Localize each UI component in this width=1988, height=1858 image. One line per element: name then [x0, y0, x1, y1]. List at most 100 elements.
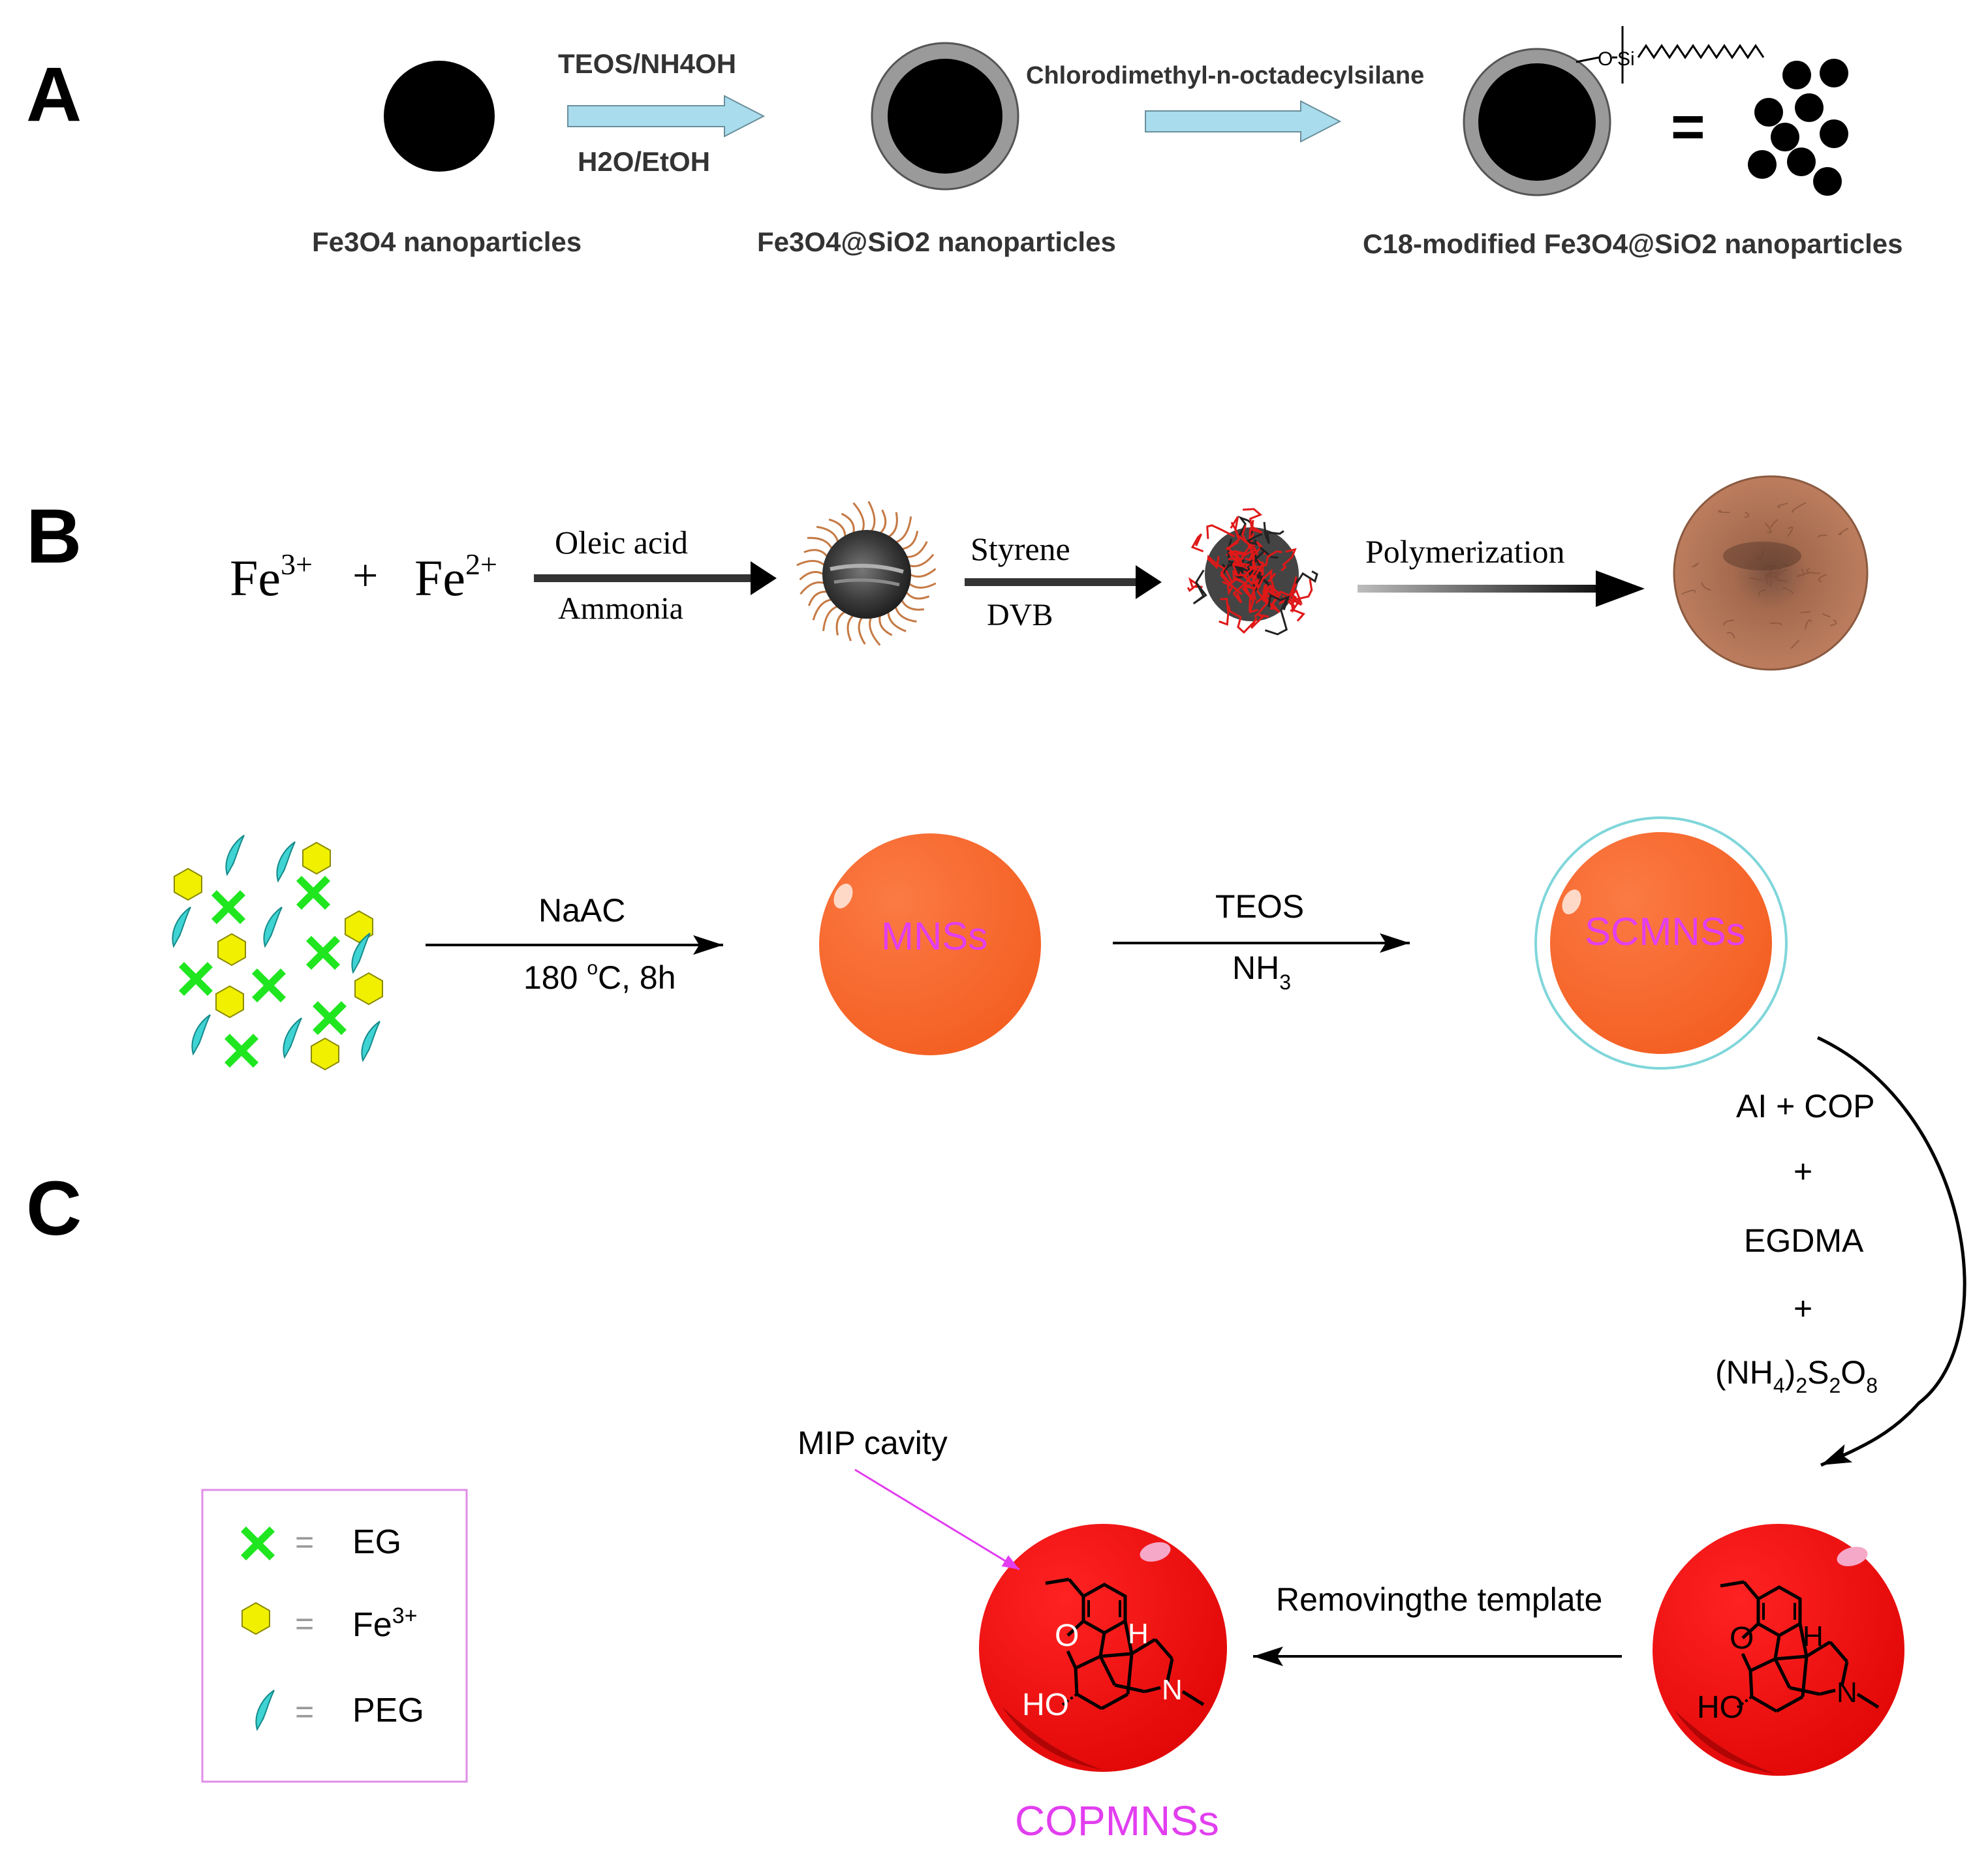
oleic-hair: [901, 599, 925, 611]
arrow-b2-bottom-label: DVB: [987, 598, 1053, 632]
oleic-hair: [796, 559, 826, 566]
polymer-strand: [1190, 533, 1204, 553]
polymer-strand: [1207, 555, 1225, 570]
fe3o4-sio2-label: Fe3O4@SiO2 nanoparticles: [757, 226, 1116, 257]
aps-part-4: O: [1840, 1354, 1866, 1391]
fe3-symbol: Fe: [230, 550, 281, 606]
curved-arrow: [1816, 1036, 1966, 1467]
surface-texture: [1681, 589, 1696, 595]
polymer-strand: [1244, 533, 1263, 547]
arrow-b2: [965, 565, 1162, 599]
nh3-formula: NH: [1232, 950, 1279, 986]
fe2-symbol: Fe: [414, 550, 465, 606]
oleic-hair: [894, 606, 917, 623]
template-ho-label: HO: [1697, 1690, 1744, 1725]
aps-sub-3: 2: [1829, 1374, 1840, 1397]
legend-fe-charge: 3+: [392, 1603, 418, 1628]
oleic-hair: [867, 501, 876, 533]
surface-texture: [1769, 519, 1778, 528]
polymer-strand: [1288, 579, 1313, 602]
surface-texture: [1838, 527, 1849, 536]
surface-texture: [1749, 577, 1762, 581]
oleic-hair: [909, 568, 937, 578]
reagent-plus-1: +: [1794, 1153, 1812, 1190]
polymer-strand: [1290, 596, 1302, 613]
mip-cavity-pointer: [854, 1468, 1020, 1571]
polymer-strand: [1227, 604, 1258, 634]
oleic-hair: [800, 581, 825, 595]
cavity-ho-label: HO: [1022, 1688, 1069, 1722]
legend-eq-1: =: [295, 1524, 314, 1560]
aps-sub-4: 8: [1866, 1374, 1878, 1397]
polymer-strand: [1192, 569, 1207, 605]
surface-texture: [1758, 589, 1766, 596]
polymer-strand: [1241, 525, 1256, 550]
arrow-a2: [1145, 100, 1342, 143]
surface-texture: [1782, 587, 1794, 594]
scmnss-highlight: [1562, 890, 1581, 914]
mip-cavity-label: MIP cavity: [798, 1425, 948, 1461]
polymer-strand: [1281, 548, 1297, 572]
panel-c-letter: C: [26, 1166, 82, 1252]
polymer-strand: [1228, 551, 1246, 568]
oleic-hair: [846, 614, 854, 642]
polymer-strand: [1295, 570, 1318, 585]
c18-label: C18-modified Fe3O4@SiO2 nanoparticles: [1363, 228, 1903, 259]
oleic-hair: [803, 549, 828, 558]
oleic-hair: [841, 512, 855, 534]
equals-sign: =: [1671, 95, 1705, 160]
aps-part-1: (NH: [1715, 1354, 1773, 1391]
reagent-aps: (NH4)2S2O8: [1715, 1354, 1878, 1397]
legend-eq-2: =: [295, 1605, 314, 1642]
arrow-a1: [567, 95, 766, 138]
legend-box: [201, 1489, 468, 1783]
arrow-b1-top-label: Oleic acid: [555, 524, 688, 561]
legend-fe-symbol: Fe: [352, 1606, 392, 1644]
precursor-mixture: [172, 835, 383, 1070]
oleic-hair: [869, 617, 881, 646]
oleic-coated-core: [796, 501, 937, 646]
mnss-sphere: [819, 833, 1041, 1055]
polymer-strand: [1290, 609, 1305, 622]
polymer-strand: [1219, 597, 1230, 626]
fe3o4-sio2-core: [888, 59, 1002, 174]
polymer-strand: [1250, 613, 1269, 629]
polymer-strand: [1282, 589, 1303, 609]
oleic-hair: [908, 582, 937, 589]
particle-cluster: [1748, 59, 1848, 196]
template-n-label: N: [1837, 1677, 1857, 1709]
surface-texture: [1764, 522, 1772, 534]
oleic-hair: [807, 591, 828, 606]
surface-texture: [1822, 613, 1831, 618]
c18-chain: O Si: [1576, 26, 1765, 84]
oleic-hair: [858, 616, 866, 645]
polymer-strand: [1254, 587, 1269, 618]
oleic-hair: [816, 525, 839, 543]
oleic-hair: [887, 612, 907, 632]
oleic-hair: [835, 610, 846, 636]
surface-texture: [1766, 572, 1773, 578]
surface-texture: [1801, 568, 1805, 576]
oleic-hair: [828, 518, 846, 537]
surface-texture: [1817, 534, 1827, 538]
surface-texture: [1726, 632, 1736, 639]
arrow-b1: [534, 561, 777, 595]
arrow-b1-bottom-label: Ammonia: [558, 591, 683, 626]
cavity-o-label: O: [1055, 1618, 1079, 1653]
reagent-egdma: EGDMA: [1744, 1222, 1864, 1259]
styrene-swollen-core: [1187, 508, 1318, 636]
arrow-b3-top-label: Polymerization: [1365, 533, 1565, 570]
legend-eq-3: =: [295, 1694, 314, 1730]
time-value: C, 8h: [598, 959, 676, 996]
oleic-hair: [895, 516, 912, 544]
legend-fe-label: Fe3+: [352, 1603, 417, 1644]
polymer-strand: [1264, 598, 1288, 636]
aps-part-2: ): [1785, 1354, 1796, 1391]
copmnss-label: COPMNSs: [1015, 1797, 1219, 1844]
oleic-hair: [799, 570, 824, 581]
surface-texture: [1804, 619, 1812, 630]
legend: = EG = Fe3+ = PEG: [201, 1489, 468, 1783]
polymer-strand: [1267, 593, 1290, 611]
polymer-strand: [1263, 521, 1284, 544]
temperature-value: 180: [523, 959, 587, 996]
